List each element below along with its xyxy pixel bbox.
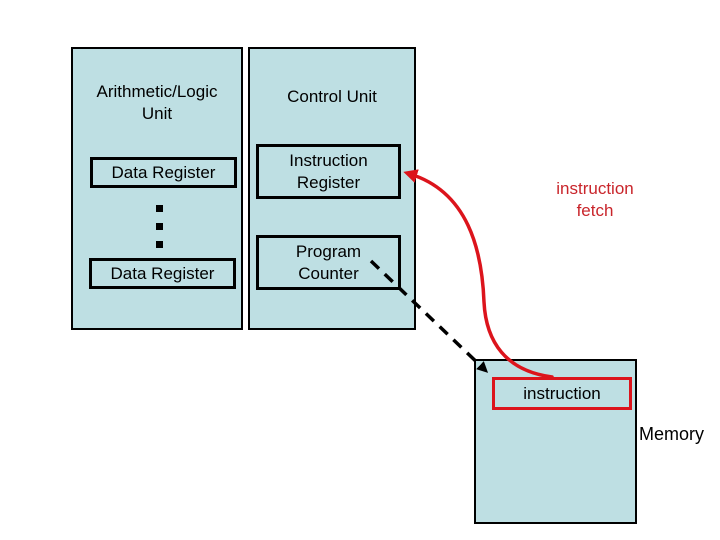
ellipsis-dot xyxy=(156,241,163,248)
program-counter-box: Program Counter xyxy=(256,235,401,290)
instruction-fetch-label: instruction fetch xyxy=(556,179,634,220)
ellipsis-dot xyxy=(156,223,163,230)
data-register-box-top: Data Register xyxy=(90,157,237,188)
alu-panel-title: Arithmetic/Logic Unit xyxy=(96,82,218,123)
ellipsis-dot xyxy=(156,205,163,212)
memory-instruction-cell: instruction xyxy=(492,377,632,410)
memory-panel xyxy=(474,359,637,524)
instruction-fetch-arrow xyxy=(403,169,554,379)
data-register-box-bottom: Data Register xyxy=(89,258,236,289)
instruction-register-box: Instruction Register xyxy=(256,144,401,199)
control-unit-title: Control Unit xyxy=(287,87,377,106)
alu-panel xyxy=(71,47,243,330)
memory-label: Memory xyxy=(639,424,705,444)
